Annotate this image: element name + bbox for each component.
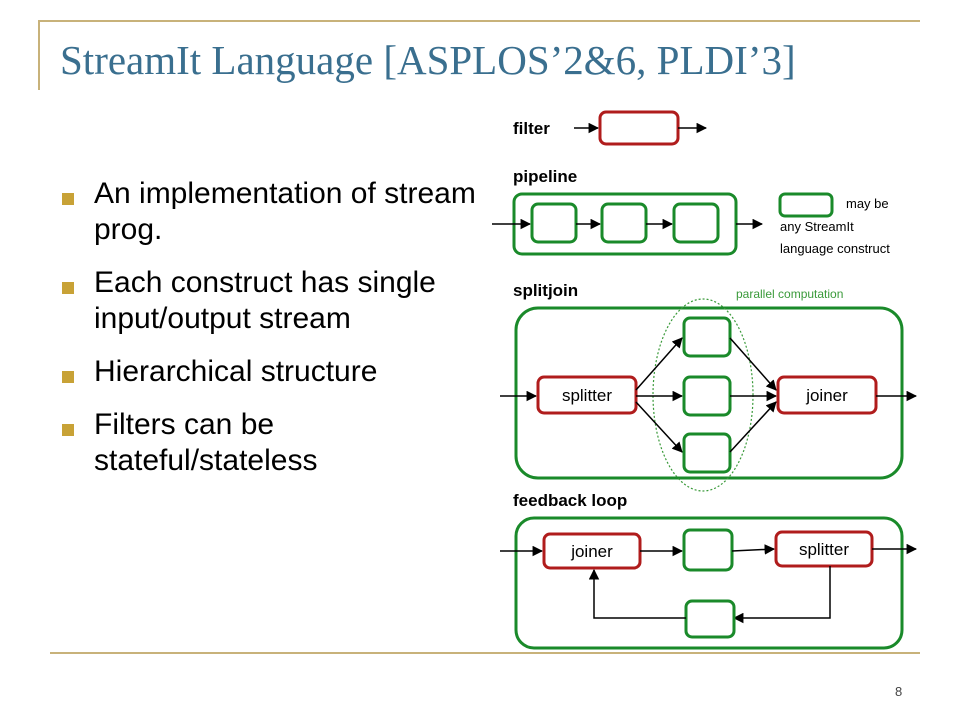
filter-box bbox=[598, 110, 680, 146]
pipeline-stage-1 bbox=[530, 202, 578, 244]
legend-text-line-1: may be bbox=[846, 196, 889, 211]
pipeline-stage-2 bbox=[600, 202, 648, 244]
feedback-loop-container bbox=[514, 516, 904, 650]
feedback-loop-filter bbox=[684, 599, 736, 639]
bullet-list: An implementation of stream prog. Each c… bbox=[60, 176, 480, 496]
legend-text-line-3: language construct bbox=[780, 241, 890, 256]
parallel-filter-middle bbox=[682, 375, 732, 417]
join-branch-bottom-arrow bbox=[729, 401, 777, 453]
split-branch-bottom-arrow bbox=[635, 401, 683, 453]
feedback-joiner-label: joiner bbox=[570, 542, 613, 561]
feedback-body-filter bbox=[682, 528, 734, 572]
decorative-top-rule bbox=[38, 20, 920, 22]
join-branch-top-arrow bbox=[729, 337, 777, 391]
pipeline-stage-3 bbox=[672, 202, 720, 244]
parallel-region-outline bbox=[652, 298, 754, 492]
square-bullet-icon bbox=[62, 424, 74, 436]
bullet-item: Filters can be stateful/stateless bbox=[60, 407, 480, 479]
streamit-constructs-diagram: filter pipeline may be any StreamIt lang… bbox=[492, 110, 918, 650]
splitjoin-container bbox=[514, 306, 904, 480]
legend-text-line-2: any StreamIt bbox=[780, 219, 854, 234]
feedback-forward-arrow-2 bbox=[731, 544, 776, 555]
parallel-computation-label: parallel computation bbox=[736, 287, 843, 301]
page-number: 8 bbox=[895, 684, 903, 699]
bullet-item: Each construct has single input/output s… bbox=[60, 265, 480, 337]
splitter-box bbox=[536, 375, 638, 415]
splitter-label: splitter bbox=[562, 386, 612, 405]
pipeline-label: pipeline bbox=[513, 167, 577, 186]
bullet-text: Hierarchical structure bbox=[94, 355, 378, 388]
slide-title: StreamIt Language [ASPLOS’2&6, PLDI’3] bbox=[60, 37, 796, 83]
joiner-box bbox=[776, 375, 878, 415]
bullet-text: Filters can be stateful/stateless bbox=[94, 408, 318, 477]
bullet-text: An implementation of stream prog. bbox=[94, 177, 476, 246]
filter-label: filter bbox=[513, 119, 550, 138]
bullet-item: Hierarchical structure bbox=[60, 354, 480, 390]
joiner-label: joiner bbox=[805, 386, 848, 405]
decorative-bottom-rule bbox=[50, 652, 920, 654]
parallel-filter-bottom bbox=[682, 432, 732, 474]
square-bullet-icon bbox=[62, 371, 74, 383]
splitjoin-label: splitjoin bbox=[513, 281, 578, 300]
bullet-item: An implementation of stream prog. bbox=[60, 176, 480, 248]
feedback-splitter-label: splitter bbox=[799, 540, 849, 559]
decorative-vertical-rule bbox=[38, 20, 40, 90]
feedback-return-path-left bbox=[588, 568, 686, 619]
square-bullet-icon bbox=[62, 193, 74, 205]
feedback-loop-label: feedback loop bbox=[513, 491, 627, 510]
square-bullet-icon bbox=[62, 282, 74, 294]
legend-construct-box bbox=[778, 192, 834, 218]
parallel-filter-top bbox=[682, 316, 732, 358]
split-branch-top-arrow bbox=[635, 337, 683, 391]
bullet-text: Each construct has single input/output s… bbox=[94, 266, 436, 335]
feedback-return-path-right bbox=[732, 566, 831, 624]
